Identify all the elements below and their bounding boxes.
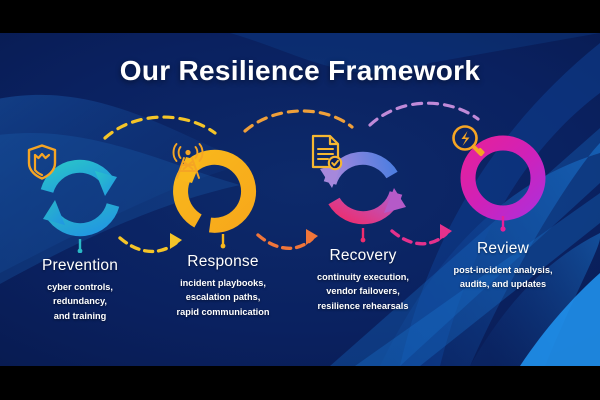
document-check-icon: [308, 133, 418, 243]
review-description: post-incident analysis, audits, and upda…: [428, 263, 578, 293]
ribbon-right-b: [470, 53, 600, 366]
recovery-ring: [308, 133, 418, 243]
shield-icon: [25, 143, 135, 253]
letterbox-bottom: [0, 366, 600, 400]
prevention-desc-line-2: redundancy,: [53, 296, 107, 307]
artboard: Our Resilience Framework: [0, 33, 600, 366]
ribbon-top: [230, 33, 600, 74]
pillar-response[interactable]: Response incident playbooks, escalation …: [148, 139, 298, 320]
prevention-title: Prevention: [41, 257, 119, 274]
pillar-review[interactable]: Review post-incident analysis, audits, a…: [428, 125, 578, 293]
recovery-description: continuity execution, vendor failovers, …: [288, 270, 438, 315]
recovery-desc-line-3: resilience rehearsals: [317, 301, 409, 312]
review-title: Review: [476, 240, 530, 257]
review-ring: [448, 125, 558, 236]
page-title: Our Resilience Framework: [119, 55, 481, 86]
prevention-ring: [25, 143, 135, 253]
response-title: Response: [187, 253, 259, 270]
ribbon-diag-2: [355, 193, 600, 366]
response-desc-line-3: rapid communication: [176, 307, 270, 318]
recovery-desc-line-2: vendor failovers,: [326, 286, 400, 297]
magnifier-bolt-icon: [448, 125, 558, 236]
response-desc-line-1: incident playbooks,: [180, 277, 266, 288]
prevention-desc-line-3: and training: [53, 311, 107, 322]
response-desc-line-2: escalation paths,: [185, 292, 261, 303]
letterbox-top: [0, 0, 600, 33]
prevention-desc-line-1: cyber controls,: [47, 281, 113, 292]
ribbon-right-d: [520, 273, 600, 366]
review-desc-line-1: post-incident analysis,: [453, 264, 553, 275]
review-desc-line-2: audits, and updates: [459, 279, 547, 290]
ribbon-right-c: [400, 33, 600, 366]
radio-tower-icon: [168, 139, 278, 249]
prevention-description: cyber controls, redundancy, and training: [5, 280, 155, 325]
response-ring: [168, 139, 278, 249]
recovery-title: Recovery: [329, 247, 397, 264]
response-description: incident playbooks, escalation paths, ra…: [148, 276, 298, 321]
recovery-desc-line-1: continuity execution,: [317, 271, 409, 282]
pillar-prevention[interactable]: Prevention cyber controls, redundancy, a…: [5, 143, 155, 324]
pillar-recovery[interactable]: Recovery continuity execution, vendor fa…: [288, 133, 438, 314]
